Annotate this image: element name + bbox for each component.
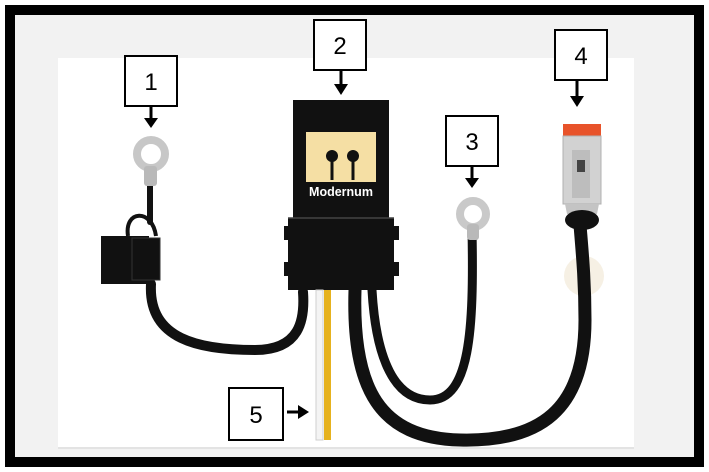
callout-4-label: 4 — [574, 43, 587, 70]
callout-2-arrowhead — [334, 84, 348, 95]
ring-terminal-1 — [133, 136, 169, 186]
callout-5: 5 — [228, 387, 309, 441]
connector-cap — [563, 124, 601, 136]
callout-1-box — [124, 55, 178, 107]
connector4-cable — [348, 218, 592, 447]
cables — [145, 179, 592, 447]
module-terminal-left — [326, 150, 338, 162]
callout-3-arrowhead — [465, 178, 479, 188]
left-loop-cable — [145, 279, 309, 356]
module-lower-housing — [288, 218, 394, 290]
callout-2-box — [313, 19, 367, 71]
ring-terminal-3 — [456, 197, 490, 240]
callout-1-label: 1 — [144, 69, 157, 96]
callout-3: 3 — [445, 115, 499, 188]
callout-5-label: 5 — [249, 402, 262, 429]
module-clip-right-top — [391, 226, 399, 240]
callout-5-arrowhead — [298, 405, 309, 419]
ring-terminal-3-crimp — [467, 224, 479, 240]
white-wire — [315, 289, 324, 441]
callout-3-box — [445, 115, 499, 167]
plug-connector — [562, 124, 602, 230]
callout-3-label: 3 — [465, 129, 478, 156]
ring3-cable — [367, 225, 477, 405]
callout-4-arrowhead — [570, 96, 584, 107]
ring-terminal-1-crimp — [144, 166, 157, 186]
callout-4-box — [554, 29, 608, 81]
fuse-holder-strap — [125, 213, 158, 237]
callout-1: 1 — [124, 55, 178, 128]
connector-boot — [565, 210, 599, 230]
callout-4: 4 — [554, 29, 608, 107]
module-clip-left-top — [284, 226, 292, 240]
callout-5-box — [228, 387, 284, 441]
module-window-rounded — [306, 132, 376, 182]
control-module: Modernum — [284, 100, 399, 290]
fuse-wires — [315, 289, 331, 441]
fuse-holder-cap — [131, 237, 161, 281]
module-clip-right-bottom — [391, 262, 399, 276]
module-brand-label: Modernum — [309, 185, 373, 199]
yellow-wire — [324, 290, 331, 440]
fuse-holder — [101, 213, 161, 284]
connector-latch — [572, 150, 590, 198]
connector-slot — [577, 160, 585, 172]
callout-2: 2 — [313, 19, 367, 95]
callout-2-label: 2 — [333, 33, 346, 60]
module-clip-left-bottom — [284, 262, 292, 276]
module-terminal-right — [347, 150, 359, 162]
callout-1-arrowhead — [144, 118, 158, 128]
